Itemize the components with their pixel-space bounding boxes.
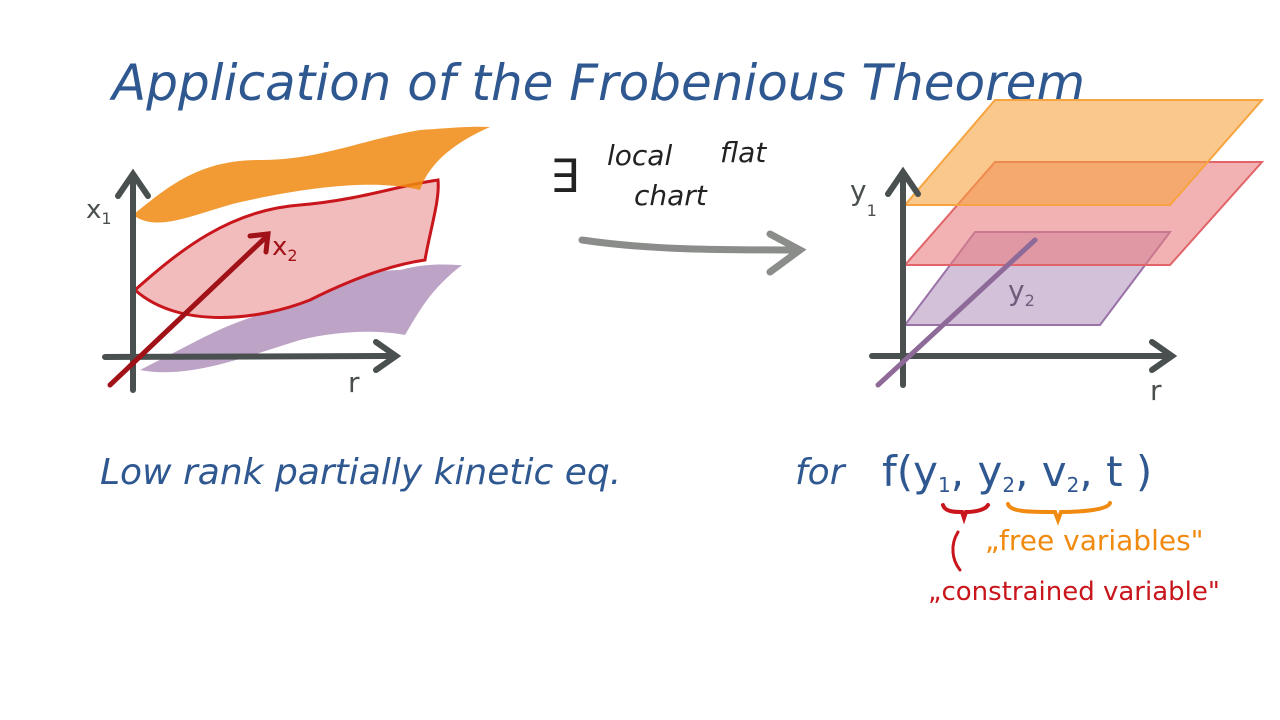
r-arrowhead-right-icon [1149,339,1178,373]
free-brace-icon [1006,501,1112,526]
equation-text: Low rank partially kinetic eq. [100,452,621,493]
orange-leaf [133,126,490,223]
equation-for: for [795,452,847,493]
caption-chart: chart [634,179,708,212]
y2-label: y2 [1008,274,1035,310]
x2-label: x2 [272,232,298,265]
flat-chart-caption: ∃ local flat chart [550,136,807,276]
transform-arrow-icon [578,230,807,276]
x2-axis [107,235,268,388]
x1-label: x1 [86,195,112,228]
x2-arrowhead-icon [247,231,271,255]
r-axis [102,353,393,360]
slide-title: Application of the Frobenious Theorem [109,54,1085,112]
y1-arrowhead-icon [885,166,921,197]
red-leaf [132,178,440,319]
constrained-variable-label: „constrained variable" [928,577,1220,607]
constrained-pointer-line [951,530,962,572]
exists-symbol: ∃ [550,149,579,203]
flat-leaves-diagram: y1 y2 r [850,99,1265,407]
y1-label: y1 [850,174,877,220]
purple-leaf [140,264,462,373]
r-label-left: r [348,366,360,399]
x1-arrowhead-icon [115,168,151,199]
r-arrowhead-icon [373,339,402,373]
caption-flat: flat [720,136,767,169]
orange-plane [902,99,1265,206]
caption-local: local [607,139,672,172]
free-variables-label: „free variables" [985,524,1204,557]
function-expression: f(y1, y2, v2, t ) [882,447,1152,497]
curved-leaves-diagram: x1 x2 r [86,126,490,399]
constrained-brace-icon [941,503,990,525]
y2-axis [875,237,1038,388]
r-label-right: r [1150,374,1162,407]
